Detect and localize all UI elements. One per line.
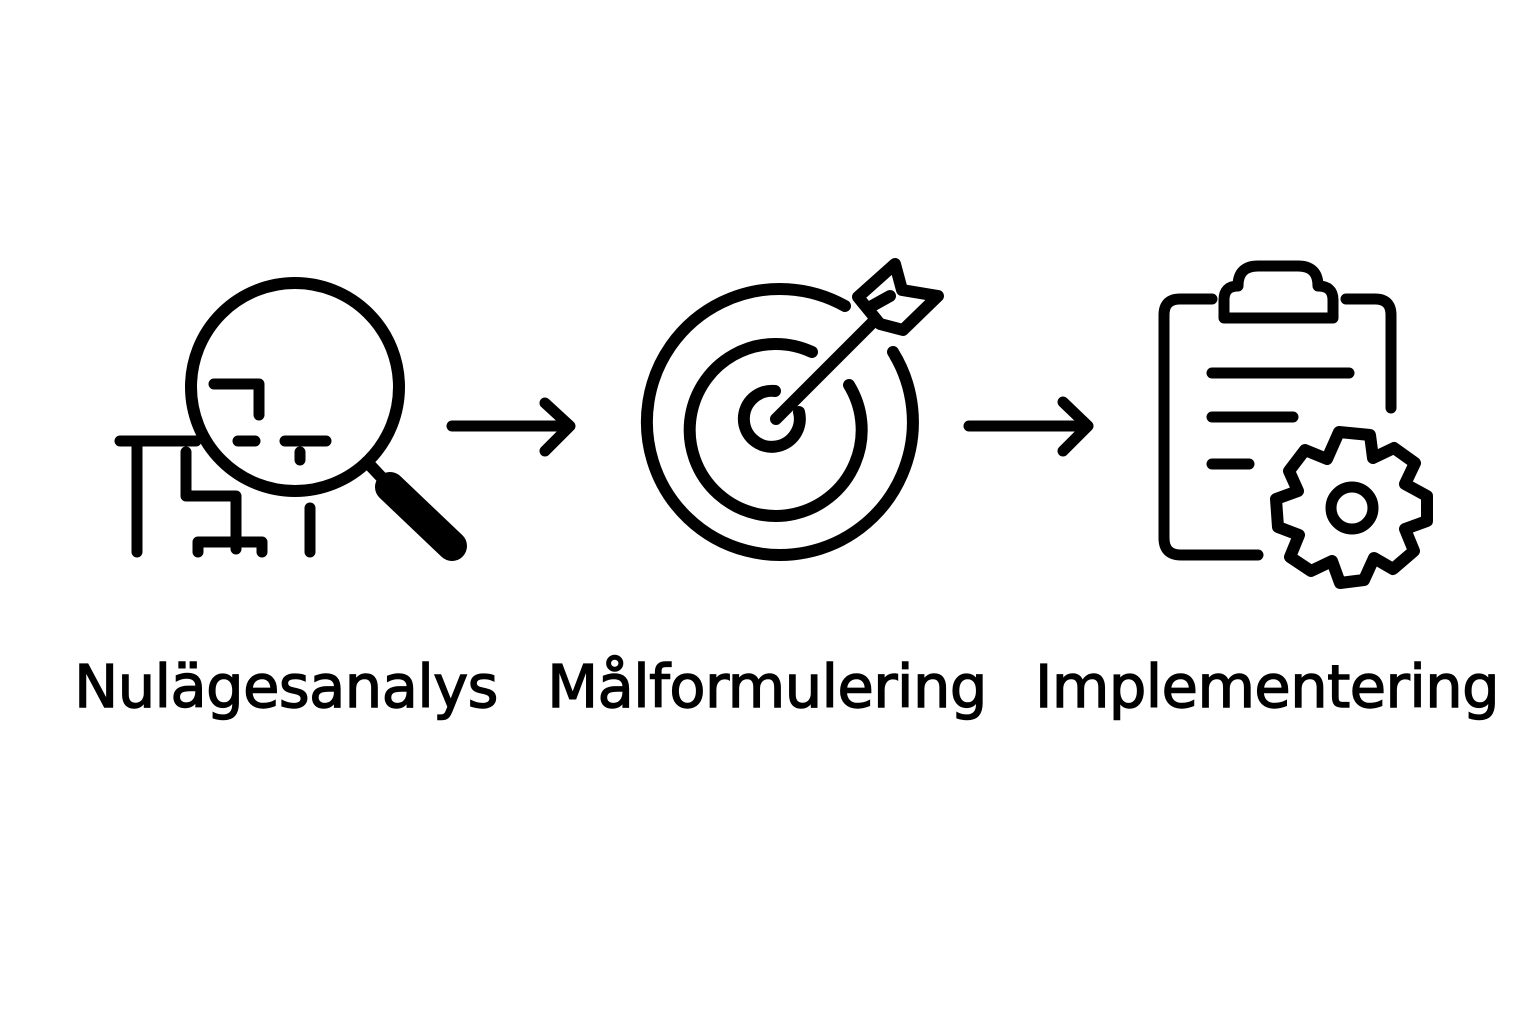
desk-side	[180, 446, 242, 502]
clipboard-body	[1158, 293, 1264, 561]
arrow-right-icon	[963, 396, 1094, 457]
arrow-fletching	[852, 258, 944, 336]
step-label-nulagesanalys: Nulägesanalys	[73, 651, 499, 721]
clipboard-clip	[1218, 260, 1339, 324]
magnifier-handle	[375, 472, 467, 561]
magnifier-office-icon	[114, 277, 467, 561]
step-label-implementering: Implementering	[1034, 651, 1500, 721]
arrow-right-icon	[446, 397, 576, 457]
step-label-malformulering: Målformulering	[547, 651, 988, 721]
target-middle-ring	[683, 337, 868, 522]
target-outer-ring	[640, 282, 919, 561]
magnifier-lens	[185, 277, 405, 497]
chair-seat	[208, 378, 265, 421]
arrow-shaft	[770, 317, 878, 425]
clipboard-gear-icon	[1158, 260, 1433, 589]
target-arrow-icon	[640, 258, 944, 561]
gear-hub	[1325, 481, 1379, 535]
target-bullseye	[737, 384, 806, 453]
gear-icon	[1270, 426, 1433, 589]
